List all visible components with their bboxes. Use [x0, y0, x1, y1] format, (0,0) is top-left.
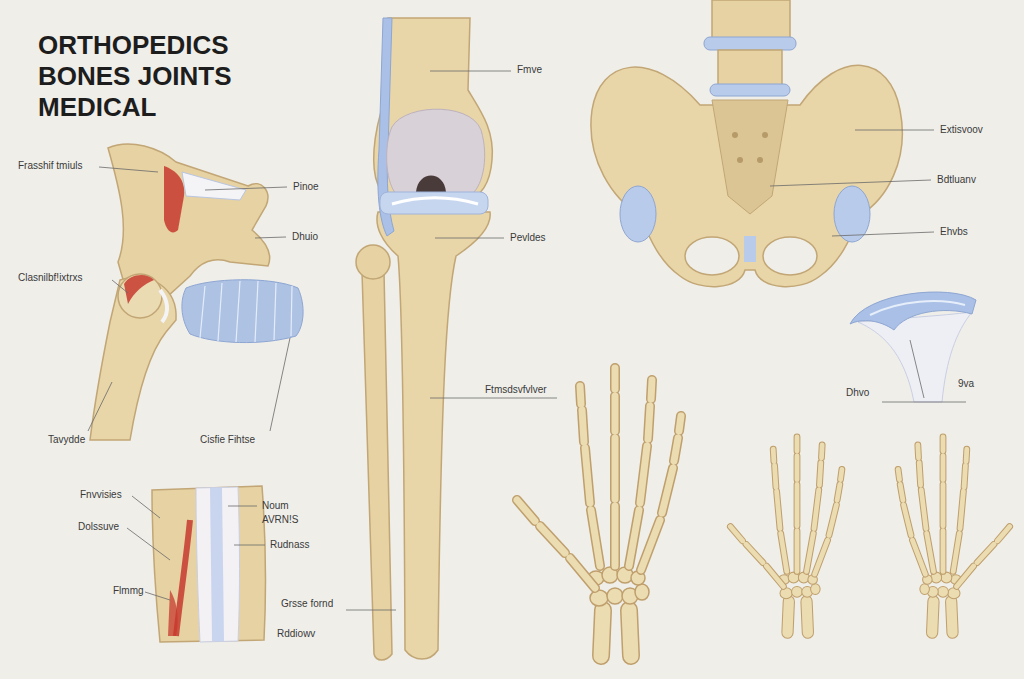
pelvis-figure [732, 132, 768, 163]
part-label: Flmmg [113, 585, 144, 597]
hip-joint-figure [236, 281, 240, 342]
leader-line [832, 232, 934, 236]
pelvis-figure [718, 50, 782, 86]
knee-leg-figure [356, 18, 492, 660]
leader-line [882, 402, 966, 403]
part-label: Ehvbs [940, 226, 968, 238]
pelvis-figure [763, 237, 817, 275]
hand-skeleton-figure [517, 368, 681, 656]
leader-line [228, 506, 257, 507]
leader-line [99, 167, 158, 172]
joint-cap-figure [870, 301, 965, 315]
pelvis-figure [732, 132, 738, 138]
joint-cap-figure [858, 312, 972, 402]
leader-line [430, 398, 557, 399]
hip-joint-figure [200, 286, 205, 338]
part-label: Clasnilbf!ixtrxs [18, 272, 82, 284]
leader-line [430, 71, 511, 72]
pelvis-figure [591, 0, 902, 287]
leader-line [770, 180, 931, 186]
knee-leg-figure [380, 192, 488, 214]
pelvis-figure [591, 65, 902, 286]
leader-line [234, 545, 265, 546]
knee-leg-figure [416, 176, 446, 193]
pelvis-figure [737, 157, 743, 163]
part-label: Fmve [517, 64, 542, 76]
pelvis-figure [712, 0, 790, 38]
hand-skeleton-figure [517, 368, 1010, 656]
leader-line [910, 340, 924, 398]
part-label: 9va [958, 378, 974, 390]
part-label: Frasshif tmiuls [18, 160, 82, 172]
hip-joint-figure [90, 144, 303, 440]
part-label: Pinoe [293, 181, 319, 193]
part-label: AVRN!S [262, 514, 299, 526]
joint-cap-figure [850, 292, 976, 402]
hip-joint-figure [182, 172, 246, 200]
title: ORTHOPEDICS BONES JOINTS MEDICAL [38, 30, 250, 123]
leader-line [88, 382, 112, 431]
leader-line [127, 528, 170, 560]
leader-line [112, 280, 128, 293]
part-label: Ftmsdsvfvlver [485, 384, 547, 396]
leader-line [88, 71, 966, 610]
hip-joint-figure [164, 166, 184, 232]
knee-section-figure [210, 488, 224, 641]
pelvis-figure [710, 84, 790, 96]
knee-leg-figure [377, 212, 490, 659]
part-label: Noum [262, 500, 289, 512]
hip-joint-figure [118, 274, 162, 318]
pelvis-figure [620, 186, 656, 242]
part-label: Rudnass [270, 539, 309, 551]
part-label: Extisvoov [940, 124, 983, 136]
part-label: Fnvvisies [80, 489, 122, 501]
hip-joint-figure [291, 286, 292, 336]
leader-line [270, 338, 290, 431]
leader-line [132, 496, 160, 518]
knee-section-figure [152, 486, 265, 642]
leader-line [205, 187, 287, 190]
hip-joint-figure [160, 290, 167, 322]
knee-section-figure [196, 487, 240, 642]
hip-joint-figure [108, 144, 270, 296]
knee-section-figure [168, 590, 178, 636]
knee-leg-figure [387, 109, 485, 195]
knee-leg-figure [392, 198, 478, 204]
pelvis-figure [685, 237, 739, 275]
part-label: Dhuio [292, 231, 318, 243]
knee-section-figure [152, 486, 265, 642]
leader-line [855, 130, 934, 131]
hip-joint-figure [124, 275, 154, 304]
leader-line [346, 610, 396, 611]
pelvis-figure [757, 157, 763, 163]
part-label: Grsse fornd [281, 598, 333, 610]
hip-joint-figure [255, 281, 258, 342]
pelvis-figure [744, 236, 756, 262]
part-label: Dolssuve [78, 521, 119, 533]
part-label: Rddiowv [277, 628, 315, 640]
leader-line [435, 238, 504, 239]
leader-line [255, 237, 286, 238]
knee-leg-figure [356, 245, 390, 279]
hip-joint-figure [218, 283, 222, 341]
part-label: Cisfie Fihtse [200, 434, 255, 446]
joint-cap-figure [850, 292, 976, 330]
part-label: Bdtluanv [937, 174, 976, 186]
pelvis-figure [704, 37, 796, 50]
hand-skeleton-figure [898, 437, 1010, 633]
pelvis-figure [762, 132, 768, 138]
hip-joint-figure [182, 280, 303, 343]
part-label: Pevldes [510, 232, 546, 244]
part-label: Tavydde [48, 434, 85, 446]
pelvis-figure [712, 100, 788, 214]
knee-section-figure [176, 520, 190, 636]
knee-leg-figure [362, 272, 392, 660]
hip-joint-figure [274, 283, 276, 340]
leader-line [145, 592, 170, 600]
pelvis-figure [834, 186, 870, 242]
part-label: Dhvo [846, 387, 869, 399]
hip-joint-figure [200, 281, 292, 342]
hand-skeleton-figure [730, 437, 842, 633]
